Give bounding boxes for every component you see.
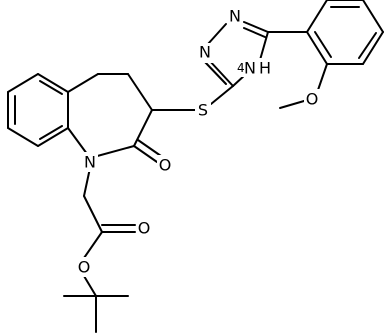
bond — [306, 31, 328, 65]
bond — [127, 73, 153, 111]
atom-label-nh: N — [244, 59, 256, 78]
bond — [137, 139, 162, 157]
atom-label-locant: 4 — [237, 61, 245, 75]
bond — [37, 127, 69, 147]
bond — [306, 0, 328, 33]
bond — [358, 32, 377, 59]
bond — [243, 21, 269, 33]
bond — [7, 127, 39, 147]
bonds — [7, 0, 384, 333]
bond — [133, 109, 153, 147]
bond — [362, 0, 384, 33]
atom-label-nh-h: H — [259, 59, 271, 78]
atom-labels: N N N H 4 S N O O O O — [76, 6, 320, 277]
atom-label-n: N — [84, 153, 96, 172]
atom-label-o: O — [306, 90, 319, 109]
bond — [210, 85, 234, 105]
bond — [83, 195, 103, 233]
bond — [133, 145, 158, 163]
bond — [207, 58, 234, 87]
bond — [314, 31, 332, 58]
atom-label-o: O — [78, 258, 91, 277]
bond — [83, 231, 103, 259]
bond — [362, 31, 384, 65]
bond — [39, 125, 63, 140]
atom-label-s: S — [198, 101, 208, 120]
atom-label-o: O — [138, 219, 151, 238]
bond — [7, 73, 39, 93]
bond — [259, 31, 269, 61]
bond — [207, 23, 227, 45]
atom-label-n: N — [229, 7, 241, 26]
bond — [39, 80, 63, 95]
bond — [243, 27, 266, 38]
bond — [83, 275, 97, 297]
bond — [279, 100, 305, 109]
bond — [83, 167, 91, 197]
atom-label-n: N — [199, 43, 211, 62]
bond — [317, 63, 328, 91]
bond — [37, 73, 69, 93]
bond — [67, 73, 99, 93]
bond — [203, 60, 227, 85]
atom-label-o: O — [159, 156, 172, 175]
